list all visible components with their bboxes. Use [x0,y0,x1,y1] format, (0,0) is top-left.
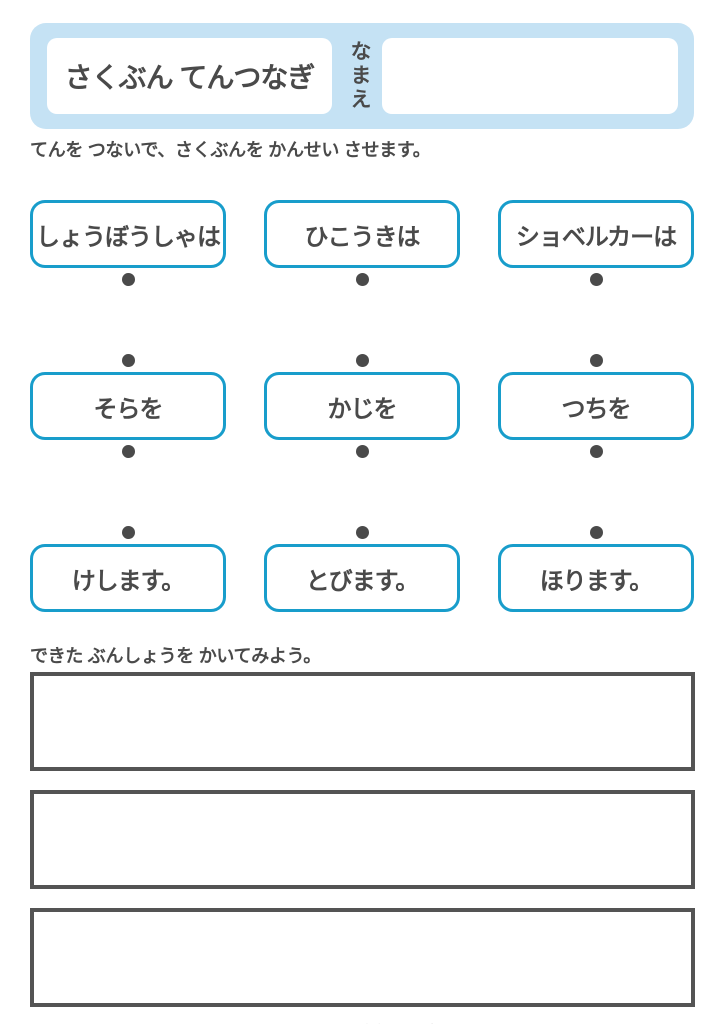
connector-dot[interactable] [589,354,603,367]
connector-dot[interactable] [355,445,369,458]
footer-credit: 療育の引き出しhttps://ke-sensei-habilitation.co… [30,1020,694,1024]
connector-dot[interactable] [121,273,135,286]
name-label: なまえ [348,40,371,112]
word-box: かじを [264,372,460,440]
puzzle-row-2: そらを かじを つちを [30,349,694,463]
connector-dot[interactable] [121,354,135,367]
word-cell: つちを [498,349,694,463]
answer-box-1[interactable] [30,672,695,771]
writing-prompt: できた ぶんしょうを かいてみよう。 [30,646,321,666]
word-box: そらを [30,372,226,440]
word-box: とびます。 [264,544,460,612]
word-cell: ほります。 [498,521,694,612]
word-box: けします。 [30,544,226,612]
worksheet-title-box: さくぶん てんつなぎ [47,38,332,114]
worksheet-title: さくぶん てんつなぎ [64,62,316,93]
word-cell: かじを [264,349,460,463]
puzzle-row-3: けします。 とびます。 ほります。 [30,521,694,612]
word-cell: とびます。 [264,521,460,612]
word-cell: けします。 [30,521,226,612]
connector-dot[interactable] [121,445,135,458]
word-cell: そらを [30,349,226,463]
connector-dot[interactable] [121,526,135,539]
name-input-box[interactable] [382,38,678,114]
word-box: しょうぼうしゃは [30,200,226,268]
connector-dot[interactable] [589,526,603,539]
answer-box-3[interactable] [30,908,695,1007]
instruction-text: てんを つないで、さくぶんを かんせい させます。 [30,140,431,160]
answer-box-2[interactable] [30,790,695,889]
connector-dot[interactable] [355,354,369,367]
puzzle-row-1: しょうぼうしゃは ひこうきは ショベルカーは [30,200,694,291]
word-box: つちを [498,372,694,440]
header-band: さくぶん てんつなぎ なまえ [30,23,694,129]
word-cell: しょうぼうしゃは [30,200,226,291]
word-box: ショベルカーは [498,200,694,268]
word-cell: ショベルカーは [498,200,694,291]
connector-dot[interactable] [355,273,369,286]
word-box: ほります。 [498,544,694,612]
word-cell: ひこうきは [264,200,460,291]
connector-dot[interactable] [355,526,369,539]
connector-dot[interactable] [589,445,603,458]
word-box: ひこうきは [264,200,460,268]
connector-dot[interactable] [589,273,603,286]
